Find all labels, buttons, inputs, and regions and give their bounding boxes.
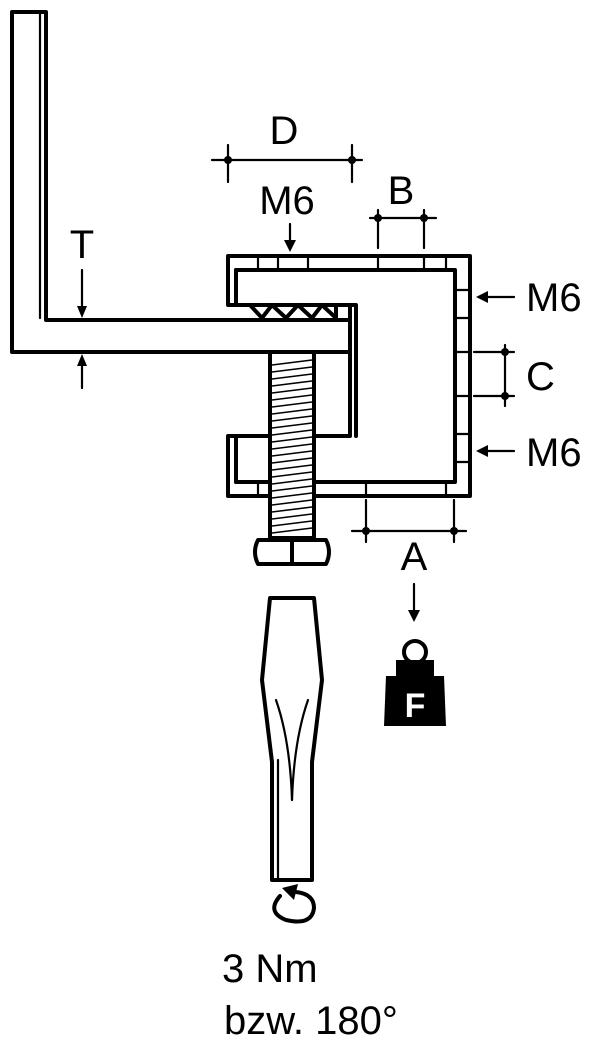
dimension-a: A [350, 498, 468, 622]
screw-thread [271, 359, 313, 534]
clamp-teeth [234, 303, 352, 322]
weight-label: F [405, 687, 426, 725]
caption-angle: bzw. 180° [224, 999, 398, 1043]
rotation-arrow-icon [272, 884, 316, 924]
weight-icon: F [384, 639, 446, 726]
dimension-b: B [368, 169, 438, 250]
clamp-screw [253, 350, 331, 566]
label-b: B [388, 169, 415, 213]
m6-right-top-arrow: M6 [476, 276, 582, 320]
label-d: D [270, 109, 299, 153]
dimension-c: C [472, 343, 555, 408]
label-a: A [401, 535, 428, 579]
label-m6-right-top: M6 [526, 276, 582, 320]
caption-torque: 3 Nm [222, 947, 318, 991]
bottom-face-segments [256, 480, 448, 498]
torque-caption: 3 Nm bzw. 180° [222, 947, 398, 1043]
clamp-body [226, 254, 472, 498]
right-face-segments [453, 288, 472, 464]
dimension-t: T [70, 223, 94, 390]
label-m6-top: M6 [259, 179, 315, 223]
m6-top-arrow: M6 [259, 179, 315, 252]
top-face-segments [256, 254, 448, 272]
label-m6-right-bottom: M6 [526, 431, 582, 475]
label-t: T [70, 223, 94, 267]
label-c: C [526, 355, 555, 399]
dimension-d: D [210, 109, 364, 184]
m6-right-bottom-arrow: M6 [476, 431, 582, 475]
screwdriver-icon [260, 596, 324, 882]
